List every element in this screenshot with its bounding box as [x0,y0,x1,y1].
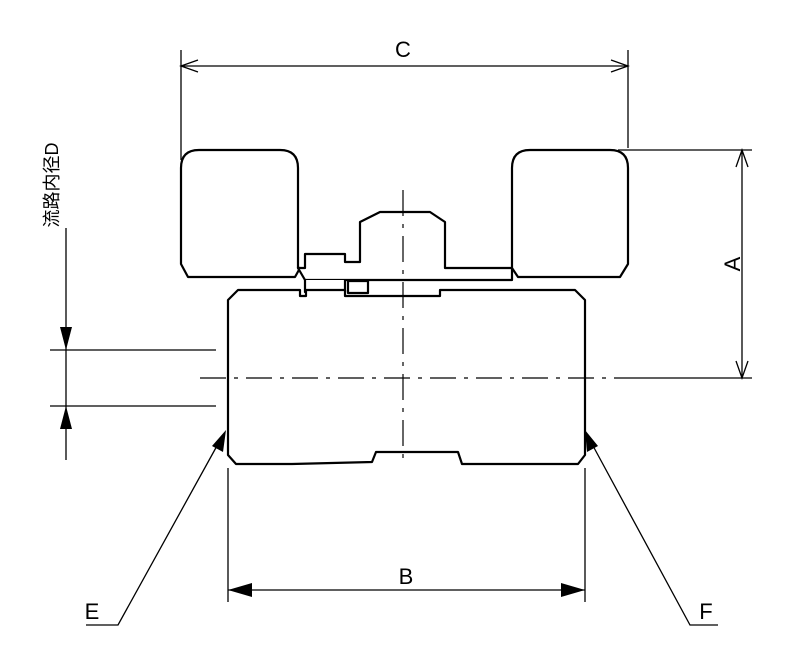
handle-left-wing [179,148,302,279]
flow-bore-label: 流路内径D [42,143,62,228]
dimension-c: C [179,37,630,160]
handle-right-wing [510,148,630,279]
valve-outline [179,148,630,466]
dimension-b-label: B [399,564,414,589]
dimension-a-label: A [720,256,745,271]
dimension-c-label: C [395,37,411,62]
dimension-b: B [227,468,586,602]
leader-e-label: E [85,599,100,624]
main-body [226,288,587,466]
leader-e: E [85,430,226,626]
leader-f: F [585,430,718,626]
dimension-d-flow-bore: 流路内径D [42,143,216,460]
dimension-a: A [618,148,752,380]
stem-slot [346,279,370,295]
leader-f-label: F [699,599,712,624]
handle-center-bar [296,210,514,282]
